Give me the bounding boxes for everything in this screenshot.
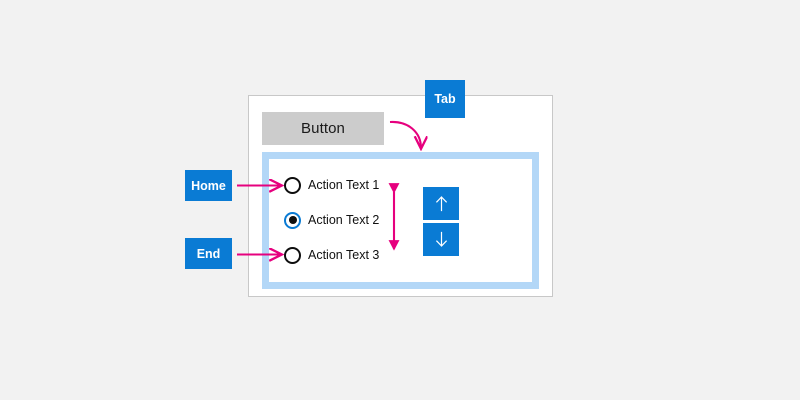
- badge-home-label: Home: [191, 178, 226, 193]
- move-up-button[interactable]: [423, 187, 459, 220]
- radio-option-1-label: Action Text 1: [308, 178, 380, 192]
- radio-option-3-label: Action Text 3: [308, 248, 380, 262]
- arrow-down-icon: [434, 231, 449, 248]
- move-down-button[interactable]: [423, 223, 459, 256]
- dialog-button[interactable]: Button: [262, 112, 384, 145]
- radio-group: Action Text 1 Action Text 2 Action Text …: [284, 174, 404, 266]
- badge-end: End: [185, 238, 232, 269]
- radio-unselected-icon[interactable]: [284, 246, 301, 264]
- arrow-up-icon: [434, 195, 449, 212]
- badge-tab-label: Tab: [434, 92, 456, 106]
- radio-option-3[interactable]: Action Text 3: [284, 244, 404, 266]
- badge-home: Home: [185, 170, 232, 201]
- radio-option-2-label: Action Text 2: [308, 213, 380, 227]
- radio-option-1[interactable]: Action Text 1: [284, 174, 404, 196]
- radio-unselected-icon[interactable]: [284, 176, 301, 194]
- dialog-button-label: Button: [301, 120, 345, 137]
- radio-group-focus-panel[interactable]: [262, 152, 539, 289]
- radio-selected-icon[interactable]: [284, 211, 301, 229]
- badge-end-label: End: [196, 246, 221, 261]
- radio-option-2[interactable]: Action Text 2: [284, 209, 404, 231]
- badge-tab: Tab: [425, 80, 465, 118]
